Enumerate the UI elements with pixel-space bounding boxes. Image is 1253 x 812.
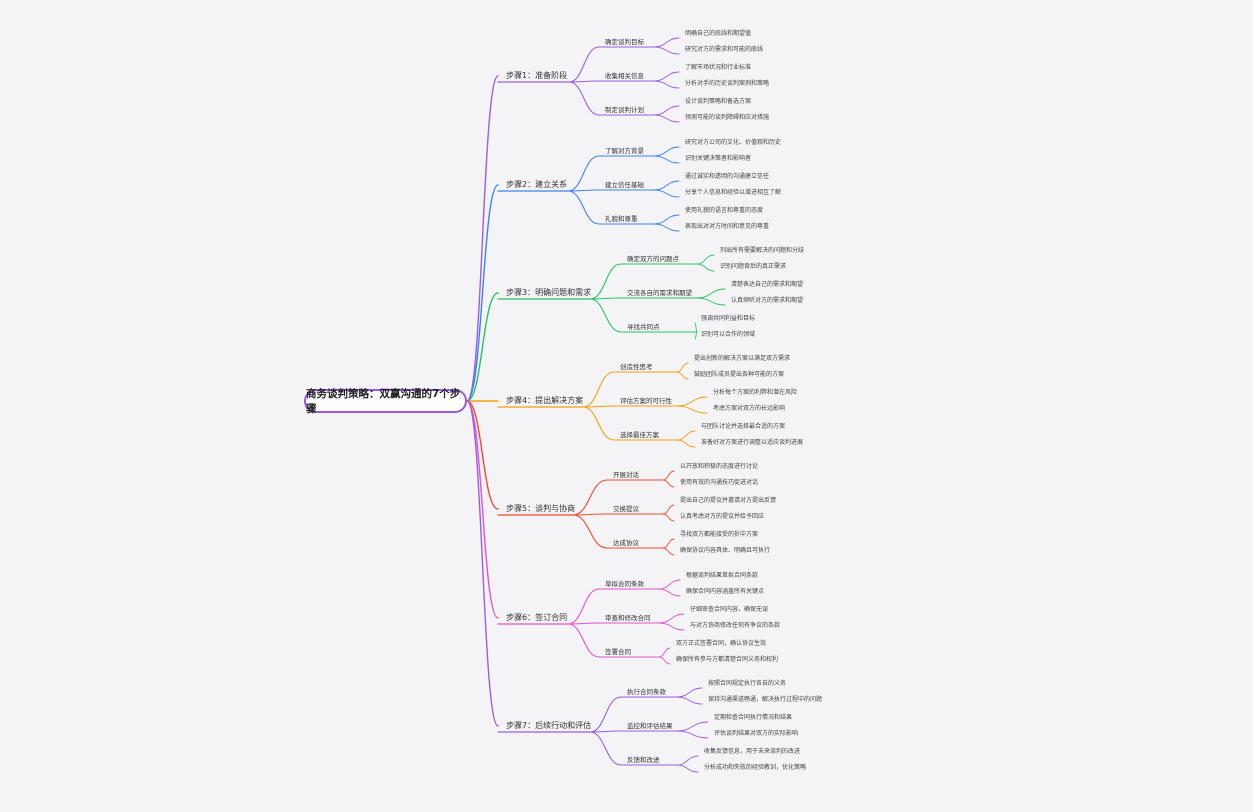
step-2-sub-3-leaf-1[interactable]: 使用礼貌的语言和尊重的态度 — [685, 207, 764, 214]
step-4-subtopic-1[interactable]: 创造性思考 — [620, 362, 653, 371]
step-4-sub-2-leaf-2[interactable]: 考虑方案对双方的长远影响 — [713, 405, 786, 412]
step-2-subtopic-2[interactable]: 建立信任基础 — [605, 180, 644, 189]
step-4-sub-3-leaf-2[interactable]: 准备好对方案进行调整以适应谈判进展 — [701, 439, 804, 446]
step-6-topic[interactable]: 步骤6：签订合同 — [506, 613, 568, 622]
step-3-sub-3-leaf-1[interactable]: 强调共同利益和目标 — [701, 315, 756, 322]
step-6-subtopic-2[interactable]: 审查和修改合同 — [605, 613, 651, 622]
step-4-sub-1-leaf-1[interactable]: 提出创新的解决方案以满足双方需求 — [694, 355, 791, 362]
step-4-sub-2-leaf-1[interactable]: 分析每个方案的利弊和潜在风险 — [713, 389, 798, 396]
step-4-subtopic-3[interactable]: 选择最佳方案 — [620, 430, 659, 439]
step-7-subtopic-3[interactable]: 反馈和改进 — [627, 755, 660, 764]
step-6-sub-3-leaf-2[interactable]: 确保所有参与方都清楚合同义务和权利 — [676, 656, 779, 663]
step-2-sub-2-leaf-2[interactable]: 分享个人信息和经验以增进相互了解 — [685, 189, 782, 196]
step-6-subtopic-3[interactable]: 签署合同 — [605, 647, 631, 656]
step-4-sub-3-leaf-1[interactable]: 与团队讨论并选择最合适的方案 — [701, 423, 786, 430]
step-2-topic[interactable]: 步骤2：建立关系 — [506, 180, 568, 189]
step-6-sub-3-leaf-1[interactable]: 双方正式签署合同，确认协议生效 — [676, 640, 767, 647]
step-1-sub-2-leaf-2[interactable]: 分析对手的历史谈判案例和策略 — [685, 80, 770, 87]
step-7-subtopic-2[interactable]: 监控和评估结果 — [627, 721, 673, 730]
step-7-sub-1-leaf-1[interactable]: 按照合同规定执行各自的义务 — [708, 680, 787, 687]
step-5-subtopic-1[interactable]: 开展对话 — [613, 470, 639, 479]
step-4-topic[interactable]: 步骤4：提出解决方案 — [506, 396, 584, 405]
step-1-sub-3-leaf-2[interactable]: 预测可能的谈判障碍和应对措施 — [685, 114, 770, 121]
step-1-topic[interactable]: 步骤1：准备阶段 — [506, 71, 568, 80]
step-5-sub-2-leaf-2[interactable]: 认真考虑对方的提议并给予回应 — [680, 513, 765, 520]
step-6-sub-1-leaf-1[interactable]: 根据谈判结果草拟合同条款 — [686, 572, 759, 579]
step-7-sub-1-leaf-2[interactable]: 保持沟通渠道畅通，解决执行过程中的问题 — [708, 696, 823, 703]
step-5-topic[interactable]: 步骤5：谈判与协商 — [506, 504, 576, 513]
step-3-sub-3-leaf-2[interactable]: 识别可以合作的领域 — [701, 331, 756, 338]
step-3-subtopic-1[interactable]: 确定双方的问题点 — [627, 254, 679, 263]
step-1-sub-2-leaf-1[interactable]: 了解市场状况和行业标准 — [685, 64, 752, 71]
step-3-subtopic-2[interactable]: 交流各自的需求和期望 — [627, 288, 692, 297]
step-2-sub-1-leaf-1[interactable]: 研究对方公司的文化、价值观和历史 — [685, 139, 782, 146]
step-2-subtopic-3[interactable]: 礼貌和尊重 — [605, 214, 638, 223]
step-7-sub-2-leaf-1[interactable]: 定期检查合同执行情况和结果 — [714, 714, 793, 721]
step-1-subtopic-3[interactable]: 制定谈判计划 — [605, 105, 644, 114]
step-2-sub-1-leaf-2[interactable]: 识别关键决策者和影响者 — [685, 155, 752, 162]
step-1-sub-1-leaf-2[interactable]: 研究对方的需求和可能的底线 — [685, 46, 764, 53]
root-topic[interactable]: 商务谈判策略：双赢沟通的7个步骤 — [304, 388, 467, 415]
step-3-sub-2-leaf-2[interactable]: 认真倾听对方的需求和期望 — [731, 297, 804, 304]
step-1-sub-3-leaf-1[interactable]: 设计谈判策略和备选方案 — [685, 98, 752, 105]
step-7-sub-3-leaf-1[interactable]: 收集反馈信息，用于未来谈判的改进 — [704, 748, 801, 755]
step-2-sub-3-leaf-2[interactable]: 表现出对对方时间和意见的尊重 — [685, 223, 770, 230]
step-2-subtopic-1[interactable]: 了解对方背景 — [605, 146, 644, 155]
step-4-subtopic-2[interactable]: 评估方案的可行性 — [620, 396, 672, 405]
step-1-sub-1-leaf-1[interactable]: 明确自己的底线和期望值 — [685, 30, 752, 37]
step-7-subtopic-1[interactable]: 执行合同条款 — [627, 687, 666, 696]
step-3-sub-2-leaf-1[interactable]: 清楚表达自己的需求和期望 — [731, 281, 804, 288]
step-5-sub-2-leaf-1[interactable]: 提出自己的提议并邀请对方提出反馈 — [680, 497, 777, 504]
step-5-sub-3-leaf-1[interactable]: 寻找双方都能接受的折中方案 — [680, 531, 759, 538]
step-6-sub-2-leaf-2[interactable]: 与对方协商修改任何有争议的条款 — [690, 622, 781, 629]
step-6-sub-2-leaf-1[interactable]: 仔细审查合同内容，确保无误 — [690, 606, 769, 613]
step-1-subtopic-2[interactable]: 收集相关信息 — [605, 71, 644, 80]
step-1-subtopic-1[interactable]: 确定谈判目标 — [605, 37, 644, 46]
step-3-sub-1-leaf-2[interactable]: 识别问题背后的真正需求 — [720, 263, 787, 270]
step-3-sub-1-leaf-1[interactable]: 列出所有需要解决的问题和分歧 — [720, 247, 805, 254]
step-3-topic[interactable]: 步骤3：明确问题和需求 — [506, 288, 592, 297]
step-5-sub-1-leaf-1[interactable]: 以开放和积极的态度进行讨论 — [680, 463, 759, 470]
step-3-subtopic-3[interactable]: 寻找共同点 — [627, 322, 660, 331]
step-5-subtopic-3[interactable]: 达成协议 — [613, 538, 639, 547]
step-7-sub-2-leaf-2[interactable]: 评估谈判结果对双方的实际影响 — [714, 730, 799, 737]
step-7-topic[interactable]: 步骤7：后续行动和评估 — [506, 721, 592, 730]
step-6-subtopic-1[interactable]: 草拟合同条款 — [605, 579, 644, 588]
step-5-sub-1-leaf-2[interactable]: 使用有效的沟通技巧促进对话 — [680, 479, 759, 486]
step-4-sub-1-leaf-2[interactable]: 鼓励团队成员提出各种可能的方案 — [694, 371, 785, 378]
step-6-sub-1-leaf-2[interactable]: 确保合同内容涵盖所有关键点 — [686, 588, 765, 595]
step-7-sub-3-leaf-2[interactable]: 分析成功和失败的经验教训，优化策略 — [704, 764, 807, 771]
step-2-sub-2-leaf-1[interactable]: 通过诚实和透明的沟通建立信任 — [685, 173, 770, 180]
step-5-sub-3-leaf-2[interactable]: 确保协议内容具体、明确且可执行 — [680, 547, 771, 554]
step-5-subtopic-2[interactable]: 交换提议 — [613, 504, 639, 513]
